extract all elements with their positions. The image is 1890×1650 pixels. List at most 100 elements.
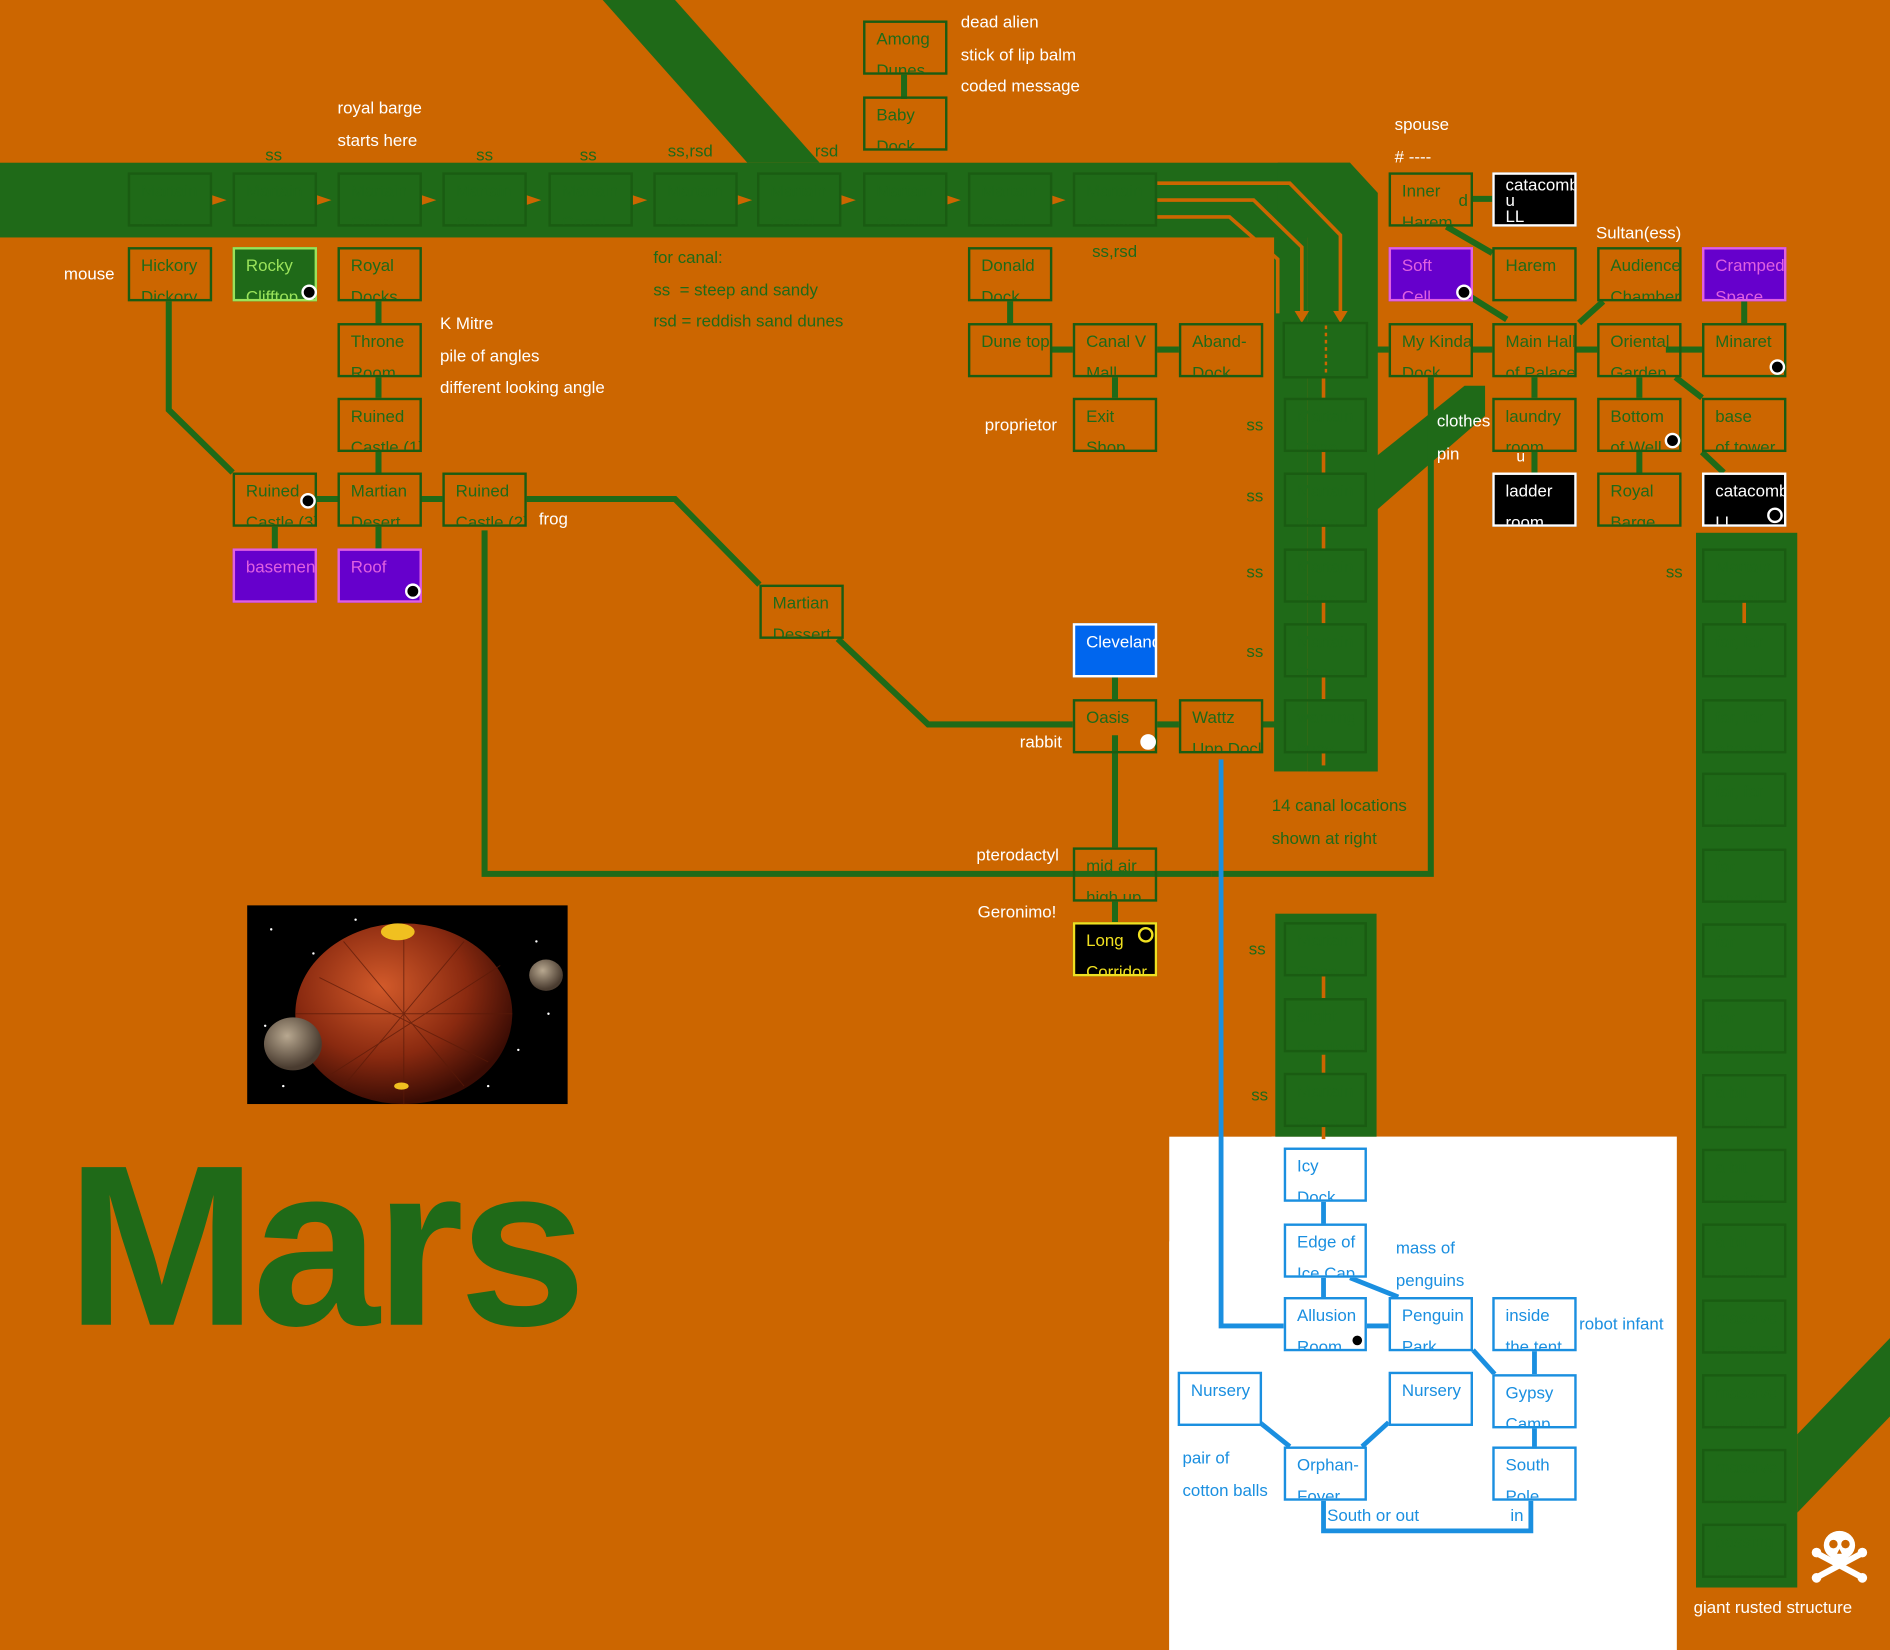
item-marker <box>1664 432 1681 449</box>
lower-canal-2[interactable]: Martain Canal <box>1283 1072 1367 1128</box>
right-canal-8[interactable]: a bit too far <box>1702 1074 1787 1129</box>
canal-room-5[interactable]: Martain Canal <box>548 172 633 227</box>
room-edge-of-ice-cap[interactable]: Edge of Ice Cap <box>1283 1223 1367 1278</box>
note-canal-count: 14 canal locations shown at right <box>1271 795 1407 847</box>
tag-rsd: rsd <box>814 141 839 161</box>
room-ladder[interactable]: ladder room <box>1492 472 1577 527</box>
structure-channel <box>1797 1338 1890 1513</box>
room-oasis[interactable]: Oasis <box>1072 699 1158 754</box>
room-ruined-castle-2[interactable]: Ruined Castle (2) <box>442 472 527 527</box>
room-my-kinda-dock[interactable]: My Kinda Dock <box>1388 323 1473 378</box>
room-hickory-dickory[interactable]: Hickory Dickory <box>127 247 213 302</box>
right-canal-1[interactable]: Martain Canal <box>1702 548 1787 603</box>
room-soft-cell[interactable]: Soft Cell <box>1388 247 1473 302</box>
room-martian-desert[interactable]: Martian Desert <box>337 472 422 527</box>
room-harem[interactable]: Harem <box>1492 247 1577 302</box>
room-canal-v-mall[interactable]: Canal V Mall <box>1072 323 1158 378</box>
tag-ss-rsd: ss,rsd <box>667 141 713 161</box>
room-oriental-garden[interactable]: Oriental Garden <box>1597 323 1682 378</box>
mars-planet-image <box>247 905 568 1105</box>
stars <box>263 918 550 1088</box>
room-martian-dessert[interactable]: Martian Dessert <box>759 584 844 639</box>
right-canal-7[interactable]: far ahead <box>1702 999 1787 1054</box>
canal-room-2[interactable]: Martain Canal <box>232 172 318 227</box>
room-icy-dock[interactable]: Icy Dock <box>1283 1147 1367 1202</box>
room-royal-docks[interactable]: Royal Docks <box>337 247 422 302</box>
canal-room-8[interactable]: Martain Canal <box>863 172 948 227</box>
room-warning-buoy[interactable]: warning buoy <box>1283 699 1367 754</box>
chooser-grid <box>1282 321 1369 379</box>
note-dead-alien: dead alien stick of lip balm coded messa… <box>960 12 1080 96</box>
room-nursery-left[interactable]: Nursery <box>1177 1371 1263 1426</box>
room-dune-top[interactable]: Dune top <box>967 323 1053 378</box>
canal-room-1[interactable]: Martain Canal <box>127 172 213 227</box>
canal-room-9[interactable]: Martain Canal <box>967 172 1053 227</box>
lower-canal-1[interactable]: Martain Canal <box>1283 922 1367 977</box>
canal-room-10[interactable]: Martain Canal <box>1072 172 1158 227</box>
item-marker <box>1137 926 1154 943</box>
room-main-hall[interactable]: Main Hall of Palace <box>1492 323 1577 378</box>
note-k-mitre: K Mitre pile of angles different looking… <box>439 313 605 397</box>
room-cramped-space[interactable]: Cramped Space <box>1702 247 1787 302</box>
note-spouse: spouse # ---- <box>1394 114 1450 166</box>
canal-room-4[interactable]: Martain Canal <box>442 172 527 227</box>
room-allusion[interactable]: Allusion Room <box>1283 1297 1367 1352</box>
room-base-of-tower[interactable]: base of tower <box>1702 397 1787 453</box>
room-wattz-upp-dock[interactable]: Wattz Upp Dock <box>1178 699 1264 754</box>
right-canal-5[interactable]: far ahead <box>1702 848 1787 903</box>
room-royal-barge[interactable]: Royal Barge <box>1597 472 1682 527</box>
room-bottom-of-well[interactable]: Bottom of Well <box>1597 397 1682 453</box>
right-canal-3[interactable]: far, far ahead <box>1702 699 1787 754</box>
room-basement[interactable]: basement <box>232 548 318 603</box>
room-ruined-castle-1[interactable]: Ruined Castle (1) <box>337 397 422 453</box>
canal-room-7[interactable]: Martain Canal <box>756 172 842 227</box>
tag-ss: ss <box>1246 641 1264 661</box>
south-canal <box>1275 913 1377 1137</box>
right-canal-12[interactable]: massive machine <box>1702 1374 1787 1429</box>
asteroid-left <box>263 1017 322 1071</box>
room-exit-shop[interactable]: Exit Shop <box>1072 397 1158 453</box>
right-canal-9[interactable]: a bit too far <box>1702 1148 1787 1203</box>
vertical-canal-1[interactable]: Martain Canal <box>1283 397 1367 453</box>
right-canal-11[interactable]: massive machine <box>1702 1299 1787 1354</box>
vertical-canal-2[interactable]: Martain Canal <box>1283 472 1367 527</box>
room-mid-air[interactable]: mid air high up <box>1072 847 1158 902</box>
right-canal-10[interactable]: a bit too far <box>1702 1223 1787 1278</box>
room-donald-dock[interactable]: Donald Dock <box>967 247 1053 302</box>
room-inside-tent[interactable]: inside the tent <box>1492 1297 1577 1352</box>
room-cleveland[interactable]: Cleveland <box>1072 623 1158 678</box>
room-gypsy-camp[interactable]: Gypsy Camp <box>1492 1374 1577 1429</box>
room-penguin-park[interactable]: Penguin Park <box>1388 1297 1473 1352</box>
canal-room-3[interactable]: Martain Canal <box>337 172 422 227</box>
note-in: in <box>1510 1505 1524 1525</box>
room-catacomb-top[interactable]: catacomb u LL <box>1492 172 1577 227</box>
item-marker <box>300 493 316 509</box>
vertical-canal-4[interactable]: Martain Canal <box>1283 623 1367 678</box>
room-audience-chamber[interactable]: Audience Chamber <box>1597 247 1682 302</box>
room-inner-harem[interactable]: Inner Harem <box>1388 172 1473 227</box>
room-minaret[interactable]: Minaret <box>1702 323 1787 378</box>
right-canal-14[interactable]: passing machine <box>1702 1523 1787 1578</box>
note-geronimo: Geronimo! <box>977 901 1057 921</box>
room-among-dunes[interactable]: Among Dunes <box>863 20 948 75</box>
room-orphan-foyer[interactable]: Orphan- Foyer <box>1283 1446 1367 1501</box>
legend-canal: for canal: ss = steep and sandy rsd = re… <box>653 247 844 331</box>
room-laundry[interactable]: laundry room <box>1492 397 1577 453</box>
note-proprietor: proprietor <box>984 414 1058 434</box>
right-canal-6[interactable]: far ahead <box>1702 923 1787 978</box>
note-frog: frog <box>538 508 568 528</box>
room-throne-room[interactable]: Throne Room <box>337 323 422 378</box>
right-canal-2[interactable]: far, far ahead <box>1702 623 1787 678</box>
right-canal-4[interactable]: far, far ahead <box>1702 772 1787 827</box>
item-marker <box>1350 1333 1365 1348</box>
room-slight-headache[interactable]: slight headache <box>1283 998 1367 1053</box>
tag-ss: ss <box>579 144 597 164</box>
room-aband-dock[interactable]: Aband- Dock <box>1178 323 1264 378</box>
room-nursery-right[interactable]: Nursery <box>1388 1371 1473 1426</box>
room-south-pole[interactable]: South Pole <box>1492 1446 1577 1501</box>
vertical-canal-3[interactable]: Martain Canal <box>1283 548 1367 603</box>
canal-room-6[interactable]: Martain Canal <box>653 172 738 227</box>
right-canal-13[interactable]: massive machine <box>1702 1448 1787 1504</box>
room-baby-dock[interactable]: Baby Dock <box>863 96 948 151</box>
room-ruined-castle-3[interactable]: Ruined Castle (3) <box>232 472 318 527</box>
